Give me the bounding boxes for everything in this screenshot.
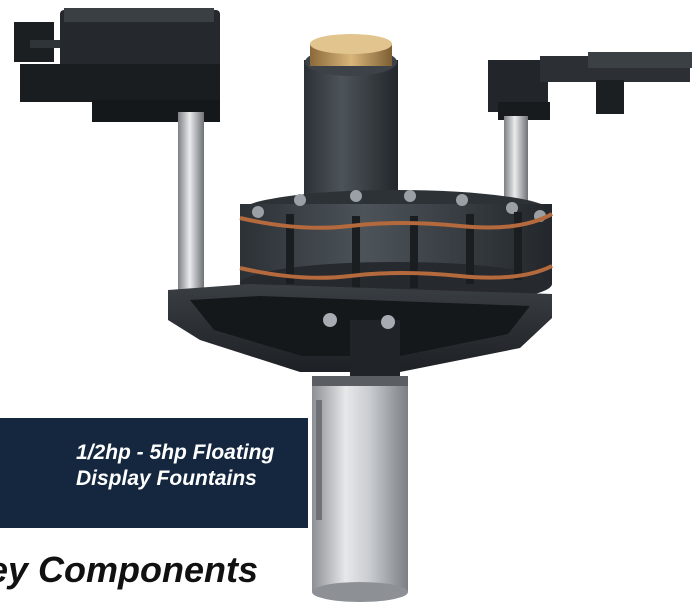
caption-line-2: Display Fountains <box>76 467 257 490</box>
caption-line-1: 1/2hp - 5hp Floating <box>76 441 275 464</box>
pump-housing <box>240 190 552 306</box>
section-heading: ey Components <box>0 549 259 590</box>
left-bracket <box>14 8 220 122</box>
copper-band-upper <box>239 212 553 230</box>
motor-can <box>312 376 408 602</box>
right-bracket <box>488 52 692 120</box>
base-frame <box>168 284 552 384</box>
motor-column <box>304 60 398 210</box>
copper-band-lower <box>239 264 553 280</box>
caption-text: 1/2hp - 5hp Floating Display Fountains <box>76 440 274 492</box>
left-support-rod <box>178 112 204 302</box>
caption-box: 1/2hp - 5hp Floating Display Fountains <box>0 418 308 528</box>
